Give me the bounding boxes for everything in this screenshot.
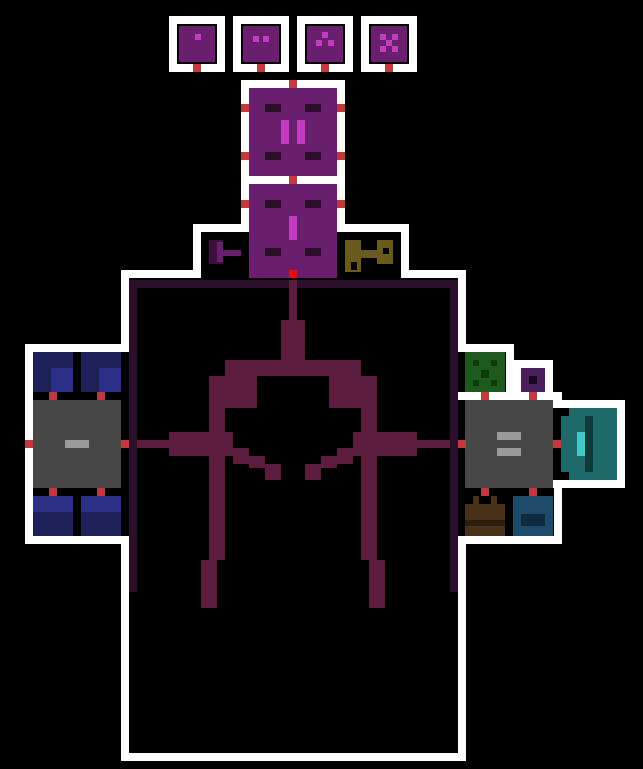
root-right-twig-3	[305, 464, 321, 480]
connector	[193, 64, 201, 72]
slot-bar	[497, 432, 521, 440]
root-right-trunk	[361, 400, 377, 560]
connector	[321, 64, 329, 72]
connector	[121, 440, 129, 448]
blue-tile-icon[interactable]	[513, 496, 553, 536]
slot-bar	[65, 440, 89, 448]
right-mini-slot[interactable]	[513, 360, 553, 400]
connector	[337, 104, 345, 112]
purple-mini-icon	[521, 368, 545, 392]
gray-block	[465, 400, 553, 488]
teal-door-slot[interactable]	[553, 400, 625, 488]
connector	[385, 64, 393, 72]
root-left-twig-2	[249, 456, 265, 468]
brown-tile-icon[interactable]	[465, 496, 505, 536]
connector	[25, 440, 33, 448]
connector	[289, 80, 297, 88]
root-left-foot	[201, 560, 217, 608]
tier-2-icon	[243, 26, 279, 62]
upper-chamber-1[interactable]	[241, 176, 345, 278]
root-crossbar	[225, 360, 361, 376]
connector	[458, 440, 466, 448]
root-left-arm	[137, 440, 177, 448]
connector	[97, 488, 105, 496]
navy-tile-icon[interactable]	[33, 496, 73, 536]
root-left-twig-1	[233, 448, 249, 464]
chamber-right-wall	[450, 280, 458, 592]
connector	[289, 176, 297, 184]
connector	[49, 488, 57, 496]
root-core	[281, 320, 305, 360]
connector	[49, 392, 57, 400]
connector	[481, 392, 489, 400]
connector	[241, 200, 249, 208]
connector	[257, 64, 265, 72]
root-left-branch	[169, 432, 233, 456]
tier-3-icon	[307, 26, 343, 62]
connector	[529, 392, 537, 400]
gray-block	[33, 400, 121, 488]
top-slot-1[interactable]	[169, 16, 225, 72]
root-right-branch	[353, 432, 417, 456]
top-slot-4[interactable]	[361, 16, 417, 72]
root-stem	[289, 280, 297, 320]
slot-bar	[497, 448, 521, 456]
purple-block	[249, 184, 337, 278]
connector	[529, 488, 537, 496]
tier-1-icon	[179, 26, 215, 62]
root-right-twig-1	[337, 448, 353, 464]
olive-key-icon	[345, 240, 361, 272]
navy-tile-icon[interactable]	[81, 496, 121, 536]
connector	[337, 152, 345, 160]
connector	[481, 488, 489, 496]
teal-door-icon	[561, 408, 617, 480]
connector	[553, 440, 561, 448]
navy-tile-icon[interactable]	[81, 352, 121, 392]
connector	[97, 392, 105, 400]
side-slot-right[interactable]	[337, 224, 409, 278]
root-left-trunk	[209, 400, 225, 560]
side-slot-left[interactable]	[193, 224, 249, 278]
connector	[241, 152, 249, 160]
root-right-arm	[409, 440, 450, 448]
purple-block	[249, 88, 337, 176]
connector	[337, 200, 345, 208]
root-right-foot	[369, 560, 385, 608]
upper-chamber-2[interactable]	[241, 80, 345, 184]
navy-tile-icon[interactable]	[33, 352, 73, 392]
chamber-door[interactable]	[289, 270, 297, 278]
root-left-twig-3	[265, 464, 281, 480]
green-tile-icon[interactable]	[465, 352, 505, 392]
root-right-twig-2	[321, 456, 337, 468]
tier-4-icon	[371, 26, 407, 62]
connector	[241, 104, 249, 112]
chamber-left-wall	[129, 280, 137, 592]
